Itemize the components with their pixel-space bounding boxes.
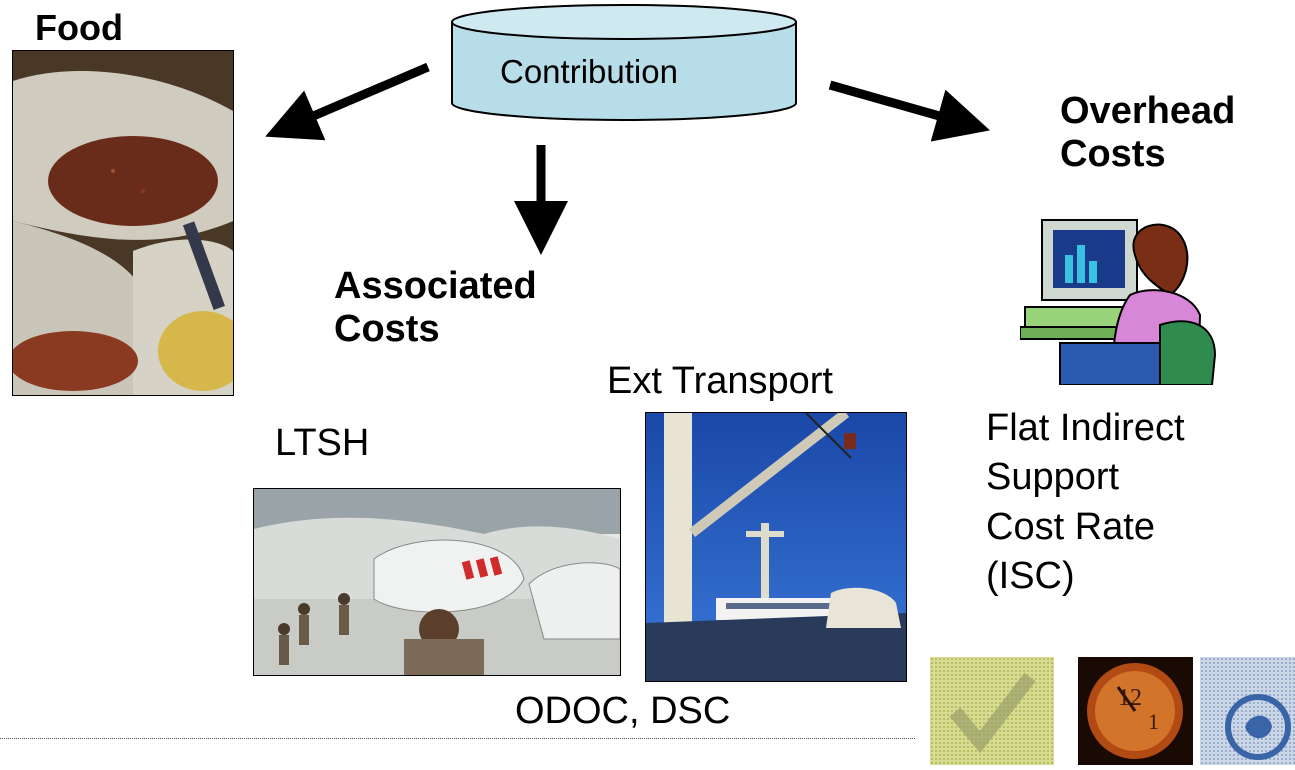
overhead-costs-line1: Overhead <box>1060 90 1236 132</box>
food-title: Food <box>35 7 123 48</box>
svg-text:12: 12 <box>1118 685 1142 711</box>
overhead-costs-line2: Costs <box>1060 132 1166 175</box>
ltsh-label: LTSH <box>275 422 370 464</box>
clock-icon: 12 1 <box>1078 657 1193 765</box>
isc-line-3: Cost Rate <box>986 505 1155 548</box>
associated-costs-line2: Costs <box>334 307 440 350</box>
contribution-cylinder <box>451 4 797 121</box>
odoc-dsc-label: ODOC, DSC <box>515 690 731 732</box>
arrow-to-overhead-costs <box>828 80 990 142</box>
isc-line-2: Support <box>986 456 1120 499</box>
checkmark-icon <box>930 657 1054 765</box>
arrow-to-food <box>265 62 430 141</box>
wfp-logo-icon <box>1200 657 1295 765</box>
contribution-label: Contribution <box>500 53 678 90</box>
associated-costs-line1: Associated <box>334 265 537 307</box>
isc-line-1: Flat Indirect <box>986 407 1185 449</box>
isc-line-4: (ISC) <box>986 555 1075 598</box>
ltsh-photo <box>253 488 621 676</box>
isc-description: Flat Indirect Support Cost Rate (ISC) <box>986 404 1185 602</box>
ext-transport-label: Ext Transport <box>607 360 833 402</box>
svg-text:1: 1 <box>1148 709 1159 734</box>
woman-at-computer-clipart <box>1019 215 1220 386</box>
food-photo <box>12 50 234 396</box>
associated-costs-title: Associated Costs <box>334 265 537 350</box>
ship-photo <box>645 412 907 682</box>
overhead-costs-title: Overhead Costs <box>1060 90 1235 175</box>
footer-divider <box>0 738 915 739</box>
